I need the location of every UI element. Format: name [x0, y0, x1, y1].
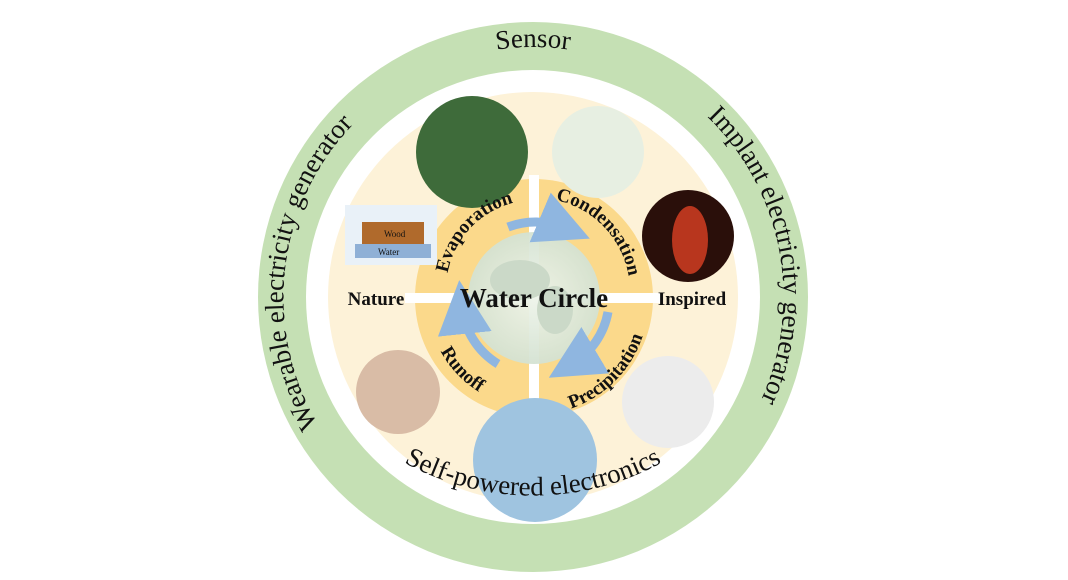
water-label: Water: [378, 247, 399, 257]
label-inspired: Inspired: [658, 289, 727, 310]
photo-exfoliation: [552, 106, 644, 198]
arrow-runoff-evaporation: [437, 280, 501, 368]
label-sensor: Sensor: [494, 23, 573, 56]
globe-continent: [490, 260, 550, 300]
photo-panda-bamboo: [622, 356, 714, 448]
water-layer: [355, 244, 431, 258]
photo-leaf-microstructure: [416, 96, 528, 208]
label-nature: Nature: [348, 289, 405, 310]
globe-continent: [537, 286, 573, 334]
center-title: Water Circle: [460, 283, 608, 313]
arrow-condensation-precipitation: [548, 311, 613, 378]
photo-pitcher-plant-detail: [672, 206, 708, 274]
wood-block: [362, 222, 424, 244]
photo-wearable-arm: [356, 350, 440, 434]
photo-robot-device: [473, 398, 597, 522]
arrow-evaporation-condensation: [506, 192, 590, 243]
wood-label: Wood: [384, 229, 406, 239]
